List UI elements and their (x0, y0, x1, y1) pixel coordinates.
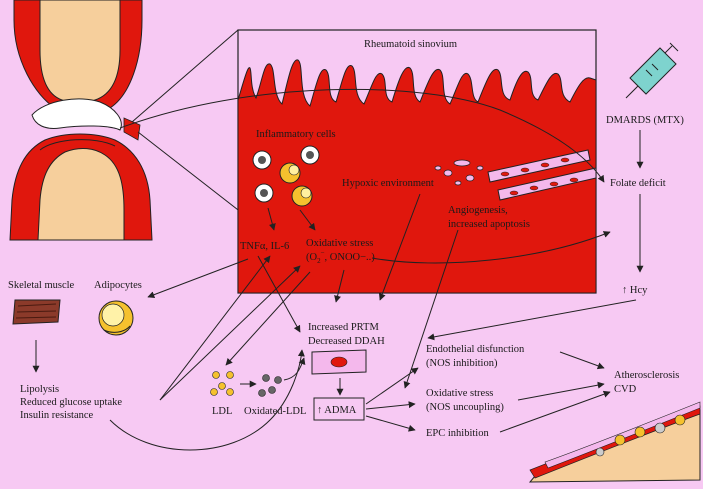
syringe-icon (625, 42, 679, 99)
cvd-label: CVD (614, 384, 637, 395)
endothelial-disfunction-label: Endothelial disfunction (426, 344, 525, 355)
arrow-endothelial-to-athero (559, 351, 605, 370)
arrow-oxidative-to-athero (517, 381, 605, 401)
inflammatory-cells-label: Inflammatory cells (256, 129, 336, 140)
lipolysis-label: Lipolysis (20, 384, 59, 395)
arrow-insulin-to-oxidative (159, 265, 301, 401)
arrow-oxidated-to-cell (283, 357, 306, 381)
rheumatoid-sinovium-label: Rheumatoid sinovium (364, 39, 457, 50)
glucose-uptake-label: Reduced glucose uptake (20, 397, 122, 408)
oxidative-species-label: (O2−, ONOO−..) (306, 249, 375, 265)
epc-inhibition-label: EPC inhibition (426, 428, 489, 439)
ldl-icon (210, 371, 234, 396)
arrow-adma-to-endothelial (365, 367, 419, 405)
atherosclerosis-label: Atherosclerosis (614, 370, 679, 381)
arrow-angiogenesis-to-adma (403, 229, 459, 389)
arrow-adma-to-epc (365, 415, 416, 432)
arrow-tnf-to-adipocytes (147, 258, 249, 299)
zoom-line-top (131, 29, 239, 123)
arrow-epc-to-athero (499, 390, 611, 433)
ldl-label: LDL (212, 406, 232, 417)
arrow-hcy-to-prtm (427, 299, 637, 341)
skeletal-muscle-label: Skeletal muscle (8, 280, 75, 291)
endothelial-cell-icon (311, 349, 367, 375)
prtm-label: Increased PRTM (308, 322, 379, 333)
dmards-label: DMARDS (MTX) (606, 115, 684, 126)
folate-deficit-label: Folate deficit (610, 178, 666, 189)
insulin-resistance-label: Insulin resistance (20, 410, 94, 421)
atherosclerotic-vessel-icon (528, 401, 701, 483)
oxidative-stress-nos-label: Oxidative stress (426, 388, 493, 399)
muscle-icon (12, 299, 61, 325)
oxidated-ldl-icon (258, 374, 282, 397)
inflammatory-cell-icon (252, 145, 320, 207)
arrow-insulin-to-tnf (159, 255, 271, 401)
arrow-adma-to-oxidative (365, 401, 416, 410)
tnf-label: TNFα, IL-6 (240, 241, 289, 252)
arrow-oxidative-to-prtm (334, 269, 345, 303)
adipocyte-icon (98, 300, 134, 336)
knee-joint-icon (9, 0, 153, 241)
hcy-label: ↑ Hcy (622, 285, 648, 296)
arrow-insulin-to-prtm (109, 349, 305, 451)
arrow-oxidative-to-ldl (225, 271, 311, 366)
oxidated-ldl-label: Oxidated-LDL (244, 406, 306, 417)
arrow-cells-to-oxidative (299, 209, 316, 231)
adipocytes-label: Adipocytes (94, 280, 142, 291)
oxidative-stress-label: Oxidative stress (306, 238, 373, 249)
angiogenesis-label-line1: Angiogenesis, (448, 205, 508, 216)
nos-uncoupling-label: (NOS uncoupling) (426, 402, 504, 413)
arrow-tnf-to-prtm (257, 255, 301, 333)
adma-box (313, 397, 365, 421)
arrow-cells-to-tnf (267, 207, 276, 231)
blood-vessel-icon (434, 149, 597, 201)
arrow-sinovium-to-folate (119, 88, 605, 183)
nos-inhibition-label: (NOS inhibition) (426, 358, 498, 369)
hypoxic-environment-label: Hypoxic environment (342, 178, 434, 189)
adma-label: ↑ ADMA (317, 405, 357, 416)
ddah-label: Decreased DDAH (308, 336, 385, 347)
arrow-hypoxic-to-prtm (378, 193, 421, 301)
arrow-oxidative-to-folate (371, 231, 611, 264)
angiogenesis-label-line2: increased apoptosis (448, 219, 530, 230)
